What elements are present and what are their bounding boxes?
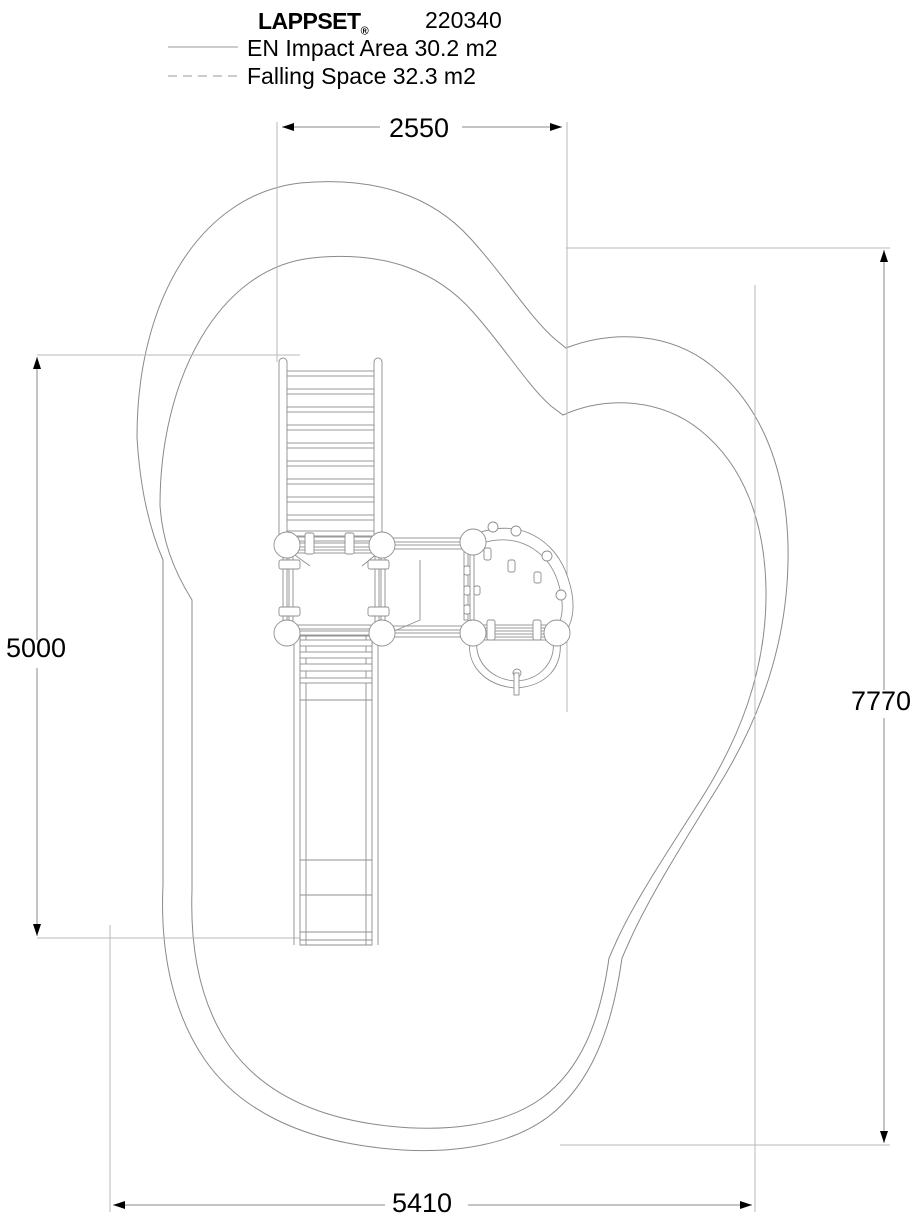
- post-node-ne: [368, 531, 396, 559]
- post-node-sw: [273, 619, 301, 647]
- equipment-arch-climber: [463, 521, 574, 696]
- dimension-label-bottom-width: 5410: [392, 1188, 453, 1218]
- brand-logo: LAPPSET®: [258, 8, 369, 38]
- brand-name: LAPPSET: [258, 8, 361, 34]
- equipment-connecting-beams: [389, 537, 469, 638]
- product-code: 220340: [425, 7, 502, 33]
- post-node-arch-sw: [459, 619, 487, 647]
- dimension-label-right-height: 7770: [851, 686, 912, 716]
- extension-lines: [37, 122, 890, 1212]
- equipment-post-nodes: [273, 528, 571, 647]
- falling-space-outline: [136, 181, 789, 1152]
- post-node-arch-se: [543, 619, 571, 647]
- legend-label-impact-area: EN Impact Area 30.2 m2: [247, 35, 498, 61]
- dimension-lines: [33, 123, 888, 1209]
- post-node-se: [368, 619, 396, 647]
- post-node-arch-nw: [459, 528, 487, 556]
- registered-trademark-icon: ®: [360, 25, 369, 38]
- equipment-ladder-upper: [278, 357, 383, 549]
- post-node-nw: [273, 531, 301, 559]
- playground-equipment: [273, 357, 574, 946]
- legend-sample-lines: [168, 46, 238, 77]
- dimension-label-left-height: 5000: [6, 633, 67, 663]
- equipment-slide: [293, 635, 379, 946]
- impact-area-outline: [159, 255, 767, 1129]
- dimension-label-top-width: 2550: [389, 113, 450, 143]
- legend-label-falling-space: Falling Space 32.3 m2: [247, 63, 476, 89]
